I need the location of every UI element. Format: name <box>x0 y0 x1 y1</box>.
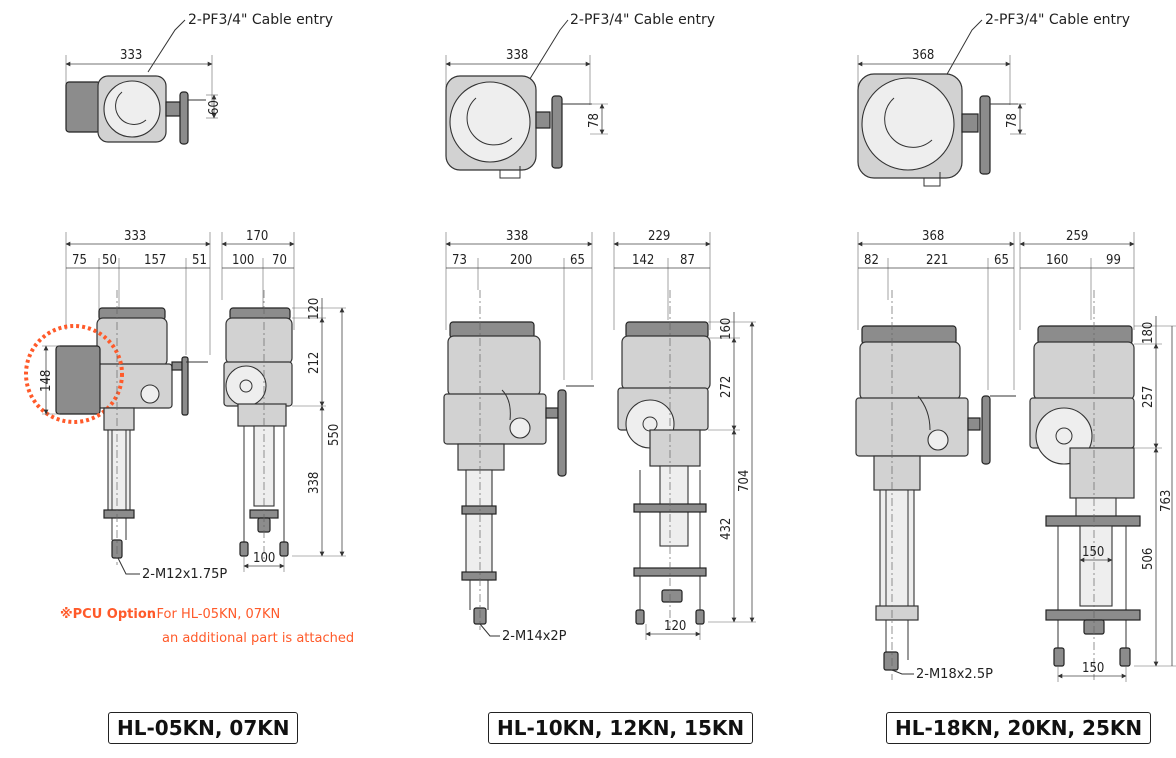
front-part-2-3: 65 <box>570 253 585 268</box>
top-handle-offset-2: 78 <box>587 113 602 128</box>
model-1-front-view: 333 75 50 157 51 148 2-M12x1.75 <box>24 229 227 582</box>
top-width-3: 368 <box>912 48 934 63</box>
front-part-1-3: 157 <box>144 253 166 268</box>
side-part-1-2: 70 <box>272 253 287 268</box>
side-height-1-2: 212 <box>307 352 322 374</box>
model-label-3: HL-18KN, 20KN, 25KN <box>886 712 1152 744</box>
bolt-label-3: 2-M18x2.5P <box>916 667 993 682</box>
bolt-label-1: 2-M12x1.75P <box>142 567 227 582</box>
total-height-3: 763 <box>1159 490 1174 512</box>
front-width-1: 333 <box>124 229 146 244</box>
total-height-2: 704 <box>737 470 752 492</box>
handwheel-top-3 <box>979 95 991 175</box>
front-width-3: 368 <box>922 229 944 244</box>
base-width-3: 150 <box>1082 661 1104 676</box>
bolt-label-2: 2-M14x2P <box>502 629 567 644</box>
side-width-1: 170 <box>246 229 268 244</box>
model-3-front-view: 368 82 221 65 2-M18x2.5P <box>855 229 1016 682</box>
pcu-option-label: ※PCU Option <box>60 607 156 622</box>
cable-entry-label-2: 2-PF3/4" Cable entry <box>570 12 715 28</box>
inner-width-3: 150 <box>1082 545 1104 560</box>
side-height-2-3: 432 <box>719 518 734 540</box>
model-2-top-view: 2-PF3/4" Cable entry 338 78 <box>445 12 715 179</box>
front-part-2-1: 73 <box>452 253 467 268</box>
side-part-2-1: 142 <box>632 253 654 268</box>
model-2-side-view: 229 142 87 160 272 432 704 120 <box>613 229 756 640</box>
base-width-2: 120 <box>664 619 686 634</box>
base-width-1: 100 <box>253 551 275 566</box>
cable-entry-label-1: 2-PF3/4" Cable entry <box>188 12 333 28</box>
front-part-3-2: 221 <box>926 253 948 268</box>
cable-entry-leader-2 <box>527 19 569 83</box>
pcu-block-front <box>55 345 101 415</box>
top-width-1: 333 <box>120 48 142 63</box>
side-part-3-2: 99 <box>1106 253 1121 268</box>
pcu-option-line2: an additional part is attached <box>162 631 354 646</box>
side-height-1-1: 120 <box>307 298 322 320</box>
front-part-2-2: 200 <box>510 253 532 268</box>
side-height-2-1: 160 <box>719 318 734 340</box>
side-height-3-3: 506 <box>1141 548 1156 570</box>
front-part-3-1: 82 <box>864 253 879 268</box>
total-height-1: 550 <box>327 424 342 446</box>
top-width-2: 338 <box>506 48 528 63</box>
pcu-dim: 148 <box>39 370 54 392</box>
model-label-1: HL-05KN, 07KN <box>108 712 299 744</box>
top-handle-offset-3: 78 <box>1005 113 1020 128</box>
pcu-option-line1: : For HL-05KN, 07KN <box>148 607 280 622</box>
cable-entry-label-3: 2-PF3/4" Cable entry <box>985 12 1130 28</box>
model-2-front-view: 338 73 200 65 2-M14x2P <box>443 229 594 644</box>
front-part-3-3: 65 <box>994 253 1009 268</box>
model-3-top-view: 2-PF3/4" Cable entry 368 78 <box>857 12 1130 187</box>
side-part-2-2: 87 <box>680 253 695 268</box>
pcu-option-note: ※PCU Option : For HL-05KN, 07KN an addit… <box>60 607 354 646</box>
front-width-2: 338 <box>506 229 528 244</box>
side-height-1-3: 338 <box>307 472 322 494</box>
side-width-3: 259 <box>1066 229 1088 244</box>
model-3-side-view: 259 160 99 150 180 257 506 <box>1019 229 1176 682</box>
side-height-3-2: 257 <box>1141 386 1156 408</box>
pcu-highlight-circle <box>24 324 124 424</box>
side-height-2-2: 272 <box>719 376 734 398</box>
top-handle-offset-1: 60 <box>207 100 222 115</box>
side-height-3-1: 180 <box>1141 322 1156 344</box>
side-width-2: 229 <box>648 229 670 244</box>
cable-entry-leader-3 <box>945 19 983 77</box>
cable-entry-leader-1 <box>147 19 186 73</box>
pcu-block-top <box>65 81 101 133</box>
side-part-1-1: 100 <box>232 253 254 268</box>
model-label-2: HL-10KN, 12KN, 15KN <box>488 712 754 744</box>
front-part-1-1: 75 <box>72 253 87 268</box>
model-1-side-view: 170 100 70 120 212 338 550 <box>221 229 346 572</box>
handwheel-top-2 <box>551 95 563 169</box>
front-part-1-4: 51 <box>192 253 207 268</box>
model-1-top-view: 2-PF3/4" Cable entry 333 60 <box>65 12 333 145</box>
handwheel-top-1 <box>179 91 189 145</box>
front-part-1-2: 50 <box>102 253 117 268</box>
side-part-3-1: 160 <box>1046 253 1068 268</box>
